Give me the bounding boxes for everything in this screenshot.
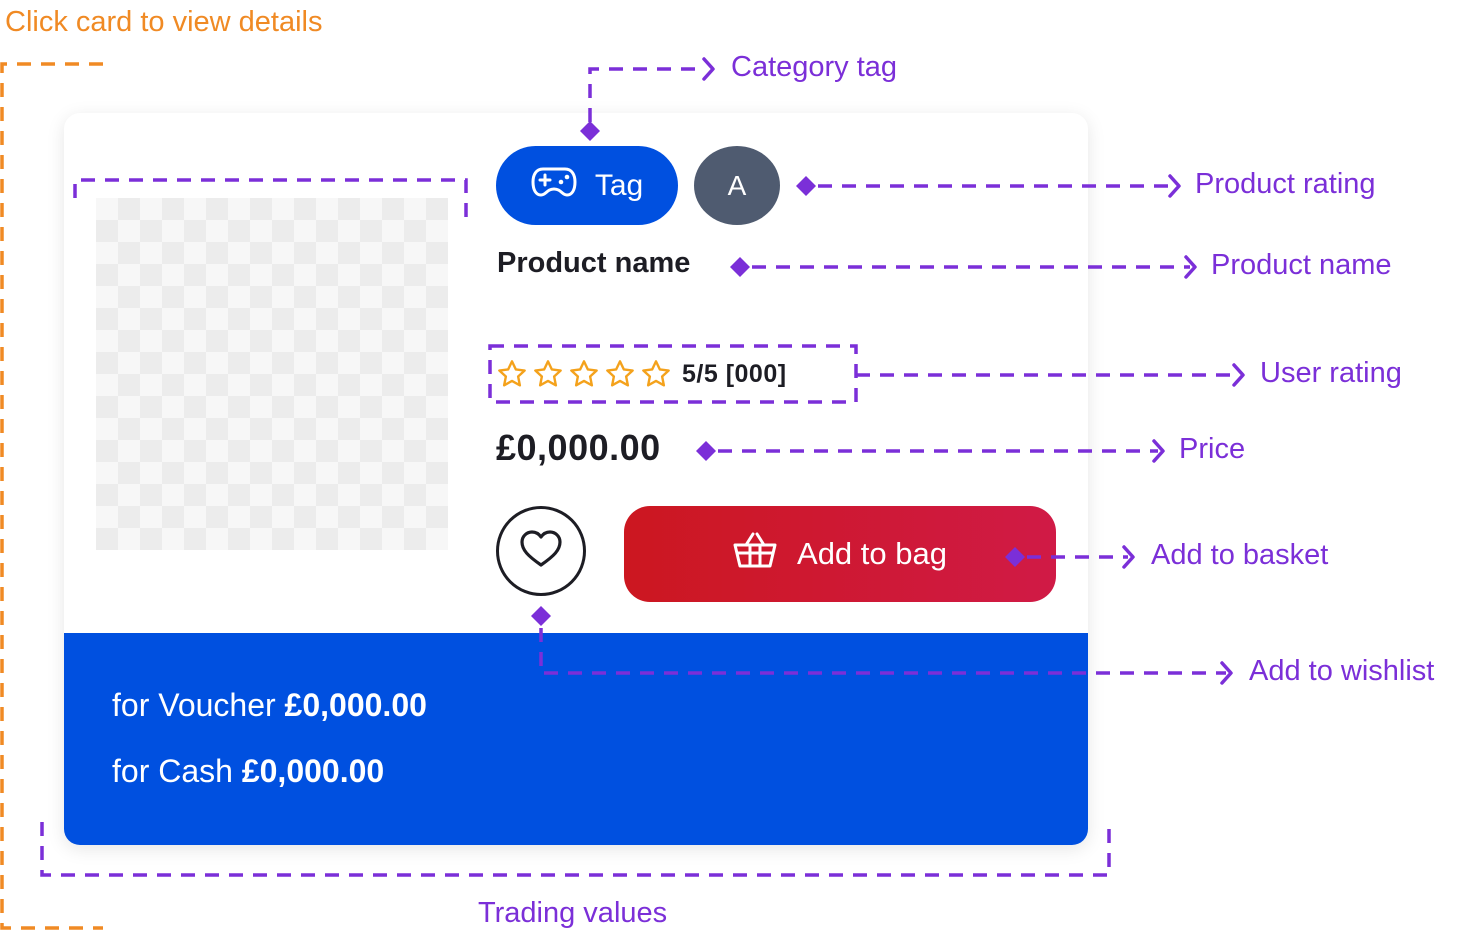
add-to-wishlist-marker xyxy=(531,606,551,626)
star-icon xyxy=(534,360,562,387)
category-tag-connector xyxy=(588,67,704,122)
add-to-basket-marker xyxy=(1005,547,1025,567)
add-to-bag-button[interactable]: Add to bag xyxy=(624,506,1056,602)
category-tag-annotation: Category tag xyxy=(731,51,898,83)
product-rating-marker xyxy=(796,176,816,196)
add-to-wishlist-annotation: Add to wishlist xyxy=(1249,655,1435,687)
star-icon xyxy=(570,360,598,387)
trading-values-bracket xyxy=(40,822,1111,877)
user-rating-annotation: User rating xyxy=(1260,357,1402,389)
heart-icon xyxy=(518,529,564,574)
star-icon xyxy=(642,360,670,387)
add-to-wishlist-connector xyxy=(539,628,1226,675)
gamepad-icon xyxy=(531,166,577,206)
category-tag-marker xyxy=(580,121,600,141)
price-marker xyxy=(696,441,716,461)
add-to-bag-label: Add to bag xyxy=(797,536,947,571)
user-rating-arrowhead xyxy=(1232,363,1245,387)
category-tag-arrowhead xyxy=(702,57,715,81)
add-to-wishlist-arrowhead xyxy=(1220,661,1233,685)
click-card-annotation: Click card to view details xyxy=(5,6,323,38)
product-name-arrowhead xyxy=(1184,255,1197,279)
star-icon xyxy=(606,360,634,387)
trading-values-annotation: Trading values xyxy=(478,897,668,929)
image-bracket xyxy=(73,178,468,221)
product-name-marker xyxy=(730,257,750,277)
product-rating-arrowhead xyxy=(1168,174,1181,198)
user-rating-box xyxy=(488,344,858,404)
voucher-value-row: for Voucher £0,000.00 xyxy=(112,687,427,724)
age-rating-badge: A xyxy=(694,146,780,225)
product-price: £0,000.00 xyxy=(496,427,661,468)
cash-value-row: for Cash £0,000.00 xyxy=(112,753,384,790)
price-arrowhead xyxy=(1152,439,1165,463)
add-to-basket-arrowhead xyxy=(1122,545,1135,569)
rating-text: 5/5 [000] xyxy=(682,359,787,388)
product-image-placeholder xyxy=(96,198,448,550)
product-rating-annotation: Product rating xyxy=(1195,168,1376,200)
product-name-annotation: Product name xyxy=(1211,249,1392,281)
age-rating-label: A xyxy=(727,169,747,201)
trading-values-panel: for Voucher £0,000.00 for Cash £0,000.00 xyxy=(64,633,1088,845)
voucher-prefix: for Voucher xyxy=(112,687,276,723)
product-name: Product name xyxy=(497,247,691,279)
cash-prefix: for Cash xyxy=(112,753,233,789)
basket-icon xyxy=(733,531,777,577)
add-to-basket-annotation: Add to basket xyxy=(1151,539,1329,571)
voucher-value: £0,000.00 xyxy=(284,687,427,723)
star-rating xyxy=(496,358,672,390)
product-card[interactable]: Tag A Product name 5/5 [000] £0,000.00 A… xyxy=(64,113,1088,845)
category-tag[interactable]: Tag xyxy=(496,146,678,225)
star-icon xyxy=(498,360,526,387)
user-rating: 5/5 [000] xyxy=(496,357,787,391)
click-card-bracket xyxy=(0,62,103,930)
price-annotation: Price xyxy=(1179,433,1246,465)
tag-label: Tag xyxy=(594,168,644,202)
wishlist-button[interactable] xyxy=(496,506,586,596)
cash-value: £0,000.00 xyxy=(241,753,385,789)
